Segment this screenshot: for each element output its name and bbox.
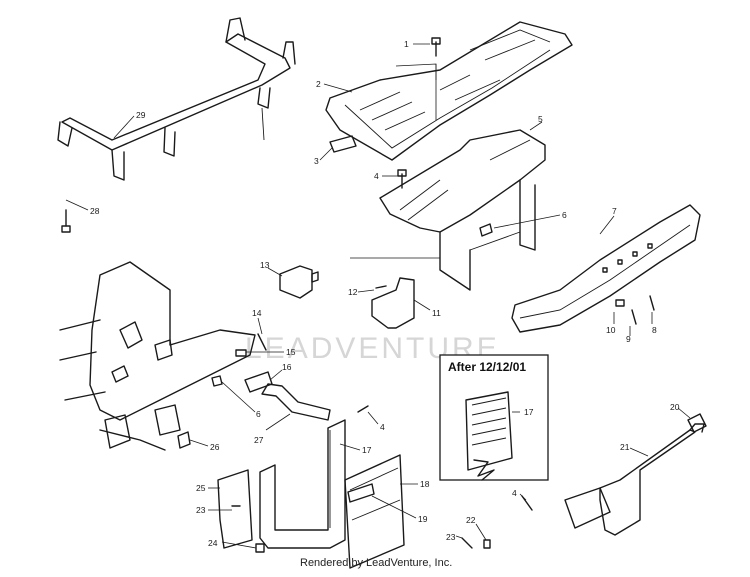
part-6-nut xyxy=(479,223,493,237)
part-8-bolt xyxy=(649,295,655,311)
part-4b-bolt xyxy=(357,405,369,413)
callout-8: 8 xyxy=(652,325,657,335)
part-26-clip xyxy=(177,431,191,449)
callout-1: 1 xyxy=(404,39,409,49)
part-25-bracket xyxy=(217,469,253,549)
part-4c-bolt xyxy=(521,495,533,511)
callout-17: 17 xyxy=(362,445,372,455)
callout-27: 27 xyxy=(254,435,264,445)
part-17-mud-flap xyxy=(259,419,346,549)
callout-5: 5 xyxy=(538,114,543,124)
callout-4b: 4 xyxy=(380,422,385,432)
frame xyxy=(59,261,256,451)
callout-23b: 23 xyxy=(446,532,456,542)
callout-19: 19 xyxy=(418,514,428,524)
callout-6: 6 xyxy=(562,210,567,220)
callout-10: 10 xyxy=(606,325,616,335)
callout-16: 16 xyxy=(282,362,292,372)
callout-23: 23 xyxy=(196,505,206,515)
part-24-nut xyxy=(255,543,265,553)
callout-12: 12 xyxy=(348,287,358,297)
callout-24: 24 xyxy=(208,538,218,548)
callout-2: 2 xyxy=(316,79,321,89)
part-28-bolt xyxy=(61,209,71,233)
callout-4c: 4 xyxy=(512,488,517,498)
callout-3: 3 xyxy=(314,156,319,166)
callout-25: 25 xyxy=(196,483,206,493)
callouts: 1 2 3 4 5 6 7 8 9 10 11 12 13 14 15 16 6… xyxy=(90,39,680,548)
part-29-rack-bar xyxy=(57,17,296,181)
part-16-spacer xyxy=(244,371,273,393)
part-1-bolt xyxy=(431,37,441,57)
callout-14: 14 xyxy=(252,308,262,318)
callout-28: 28 xyxy=(90,206,100,216)
part-5-mount-plate xyxy=(379,129,546,291)
callout-26: 26 xyxy=(210,442,220,452)
part-3-reflector xyxy=(329,135,357,153)
callout-20: 20 xyxy=(670,402,680,412)
callout-6b: 6 xyxy=(256,409,261,419)
part-13-tail-light xyxy=(279,265,319,299)
part-18-guard xyxy=(344,454,405,569)
callout-15: 15 xyxy=(286,347,296,357)
part-10-washer xyxy=(615,299,625,307)
part-7-bumper xyxy=(511,204,701,333)
callout-29: 29 xyxy=(136,110,146,120)
part-9-bolt xyxy=(631,309,637,325)
callout-18: 18 xyxy=(420,479,430,489)
part-19-retainer xyxy=(347,483,375,503)
callout-11: 11 xyxy=(432,308,441,318)
part-4-bolt xyxy=(397,169,407,189)
callout-4: 4 xyxy=(374,171,379,181)
leader-lines xyxy=(65,43,691,549)
part-20-end-cap xyxy=(687,413,707,433)
inset-callout-17: 17 xyxy=(524,407,534,417)
callout-9: 9 xyxy=(626,334,631,344)
footer-credit: Rendered by LeadVenture, Inc. xyxy=(300,557,452,569)
part-6b-nut xyxy=(211,375,223,387)
part-23b-bolt xyxy=(461,537,473,549)
callout-13: 13 xyxy=(260,260,270,270)
part-22-washer xyxy=(483,539,491,549)
part-12-bolt xyxy=(375,285,387,289)
part-21-tube-bumper xyxy=(564,423,705,536)
part-2-rack-top xyxy=(325,21,573,161)
part-27-arm xyxy=(261,383,331,421)
part-15-washer xyxy=(235,349,247,357)
part-11-bracket xyxy=(371,277,415,329)
callout-21: 21 xyxy=(620,442,630,452)
part-14-bolt xyxy=(257,333,267,351)
callout-22: 22 xyxy=(466,515,476,525)
inset-title: After 12/12/01 xyxy=(448,360,526,374)
inset-after-12-12-01: After 12/12/01 17 xyxy=(439,354,549,481)
callout-7: 7 xyxy=(612,206,617,216)
